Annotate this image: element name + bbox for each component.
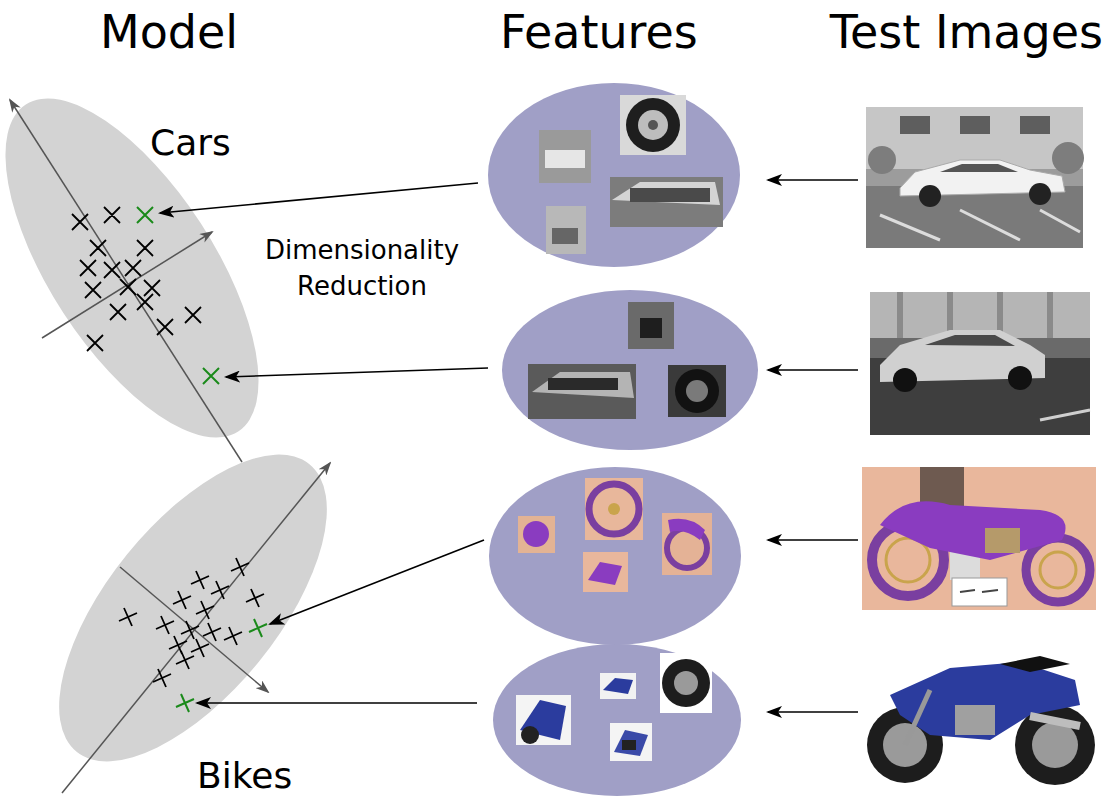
model-label: Bikes — [197, 758, 292, 794]
cars-model: Cars — [0, 90, 265, 450]
flow-arrows — [160, 180, 858, 712]
sample-marks — [72, 207, 201, 351]
projected-marks — [137, 207, 219, 384]
test-photo-car — [866, 107, 1084, 248]
axis-note: Dimensionality Reduction — [252, 232, 472, 304]
test-photo-bike — [862, 467, 1096, 610]
test-photo-bike — [857, 640, 1103, 790]
test-photo-car — [870, 292, 1090, 435]
ellipse-outline — [55, 452, 333, 797]
bikes-model: Bikes — [55, 452, 333, 797]
model-axes — [10, 100, 330, 793]
column-heading: Model — [100, 4, 238, 60]
column-heading: Test Images — [830, 4, 1103, 60]
feature-patches — [516, 95, 726, 761]
column-heading: Features — [500, 4, 698, 60]
projected-marks — [176, 619, 267, 712]
feature-sets — [488, 83, 758, 796]
model-label: Cars — [150, 125, 231, 161]
sample-marks — [119, 558, 264, 687]
